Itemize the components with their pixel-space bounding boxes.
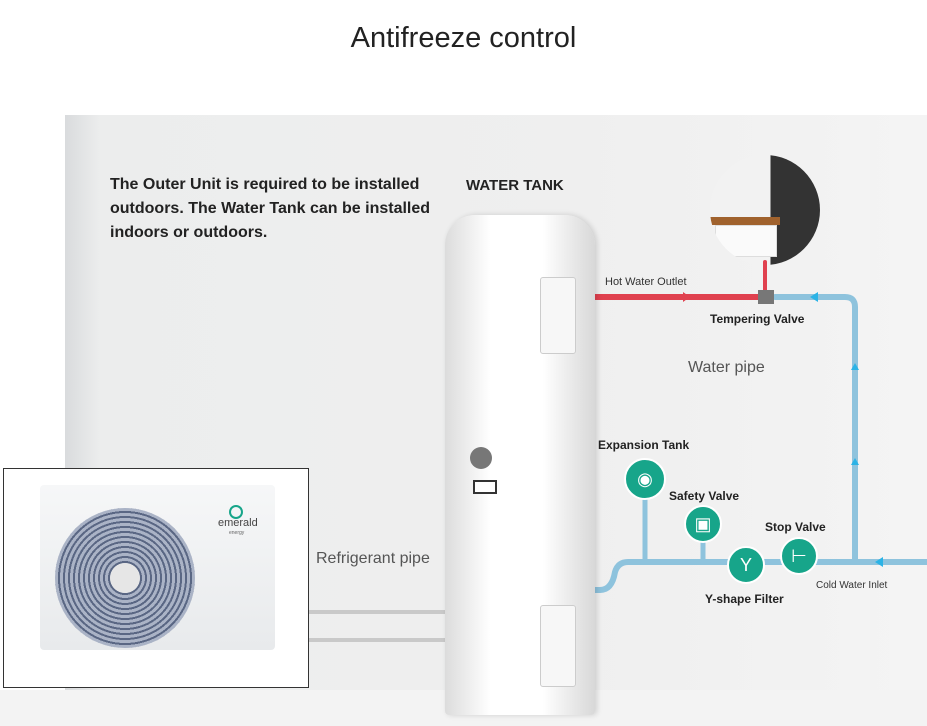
page-title: Antifreeze control bbox=[350, 22, 577, 54]
installation-note: The Outer Unit is required to be install… bbox=[110, 176, 431, 241]
safety-valve-icon: ▣ bbox=[684, 505, 722, 543]
water-pipe-label: Water pipe bbox=[688, 359, 765, 376]
stop-valve-icon: ⊢ bbox=[780, 537, 818, 575]
expansion-tank-icon: ◉ bbox=[624, 458, 666, 500]
brand-sub: energy bbox=[229, 530, 245, 536]
bathroom-image bbox=[710, 155, 820, 265]
tempering-valve bbox=[758, 290, 774, 304]
water-tank-label: WATER TANK bbox=[466, 177, 564, 194]
refrigerant-pipe-label: Refrigerant pipe bbox=[316, 550, 430, 567]
safety-valve-label: Safety Valve bbox=[669, 489, 740, 503]
y-filter-icon: Y bbox=[727, 546, 765, 584]
y-shape-filter-label: Y-shape Filter bbox=[705, 592, 784, 606]
stop-valve-label: Stop Valve bbox=[765, 520, 826, 534]
hot-water-outlet-label: Hot Water Outlet bbox=[605, 276, 687, 288]
brand-logo-icon bbox=[229, 505, 243, 519]
cold-water-pipe bbox=[772, 294, 858, 565]
expansion-tank-label: Expansion Tank bbox=[598, 438, 690, 452]
water-tank bbox=[445, 215, 595, 715]
cold-water-inlet-label: Cold Water Inlet bbox=[816, 580, 888, 591]
brand-name: emerald bbox=[218, 517, 258, 529]
tempering-valve-label: Tempering Valve bbox=[710, 312, 805, 326]
expansion-branch bbox=[642, 492, 706, 565]
cold-inlet-pipe bbox=[480, 559, 927, 593]
flow-arrows bbox=[810, 292, 883, 567]
fan-hub bbox=[110, 563, 140, 593]
